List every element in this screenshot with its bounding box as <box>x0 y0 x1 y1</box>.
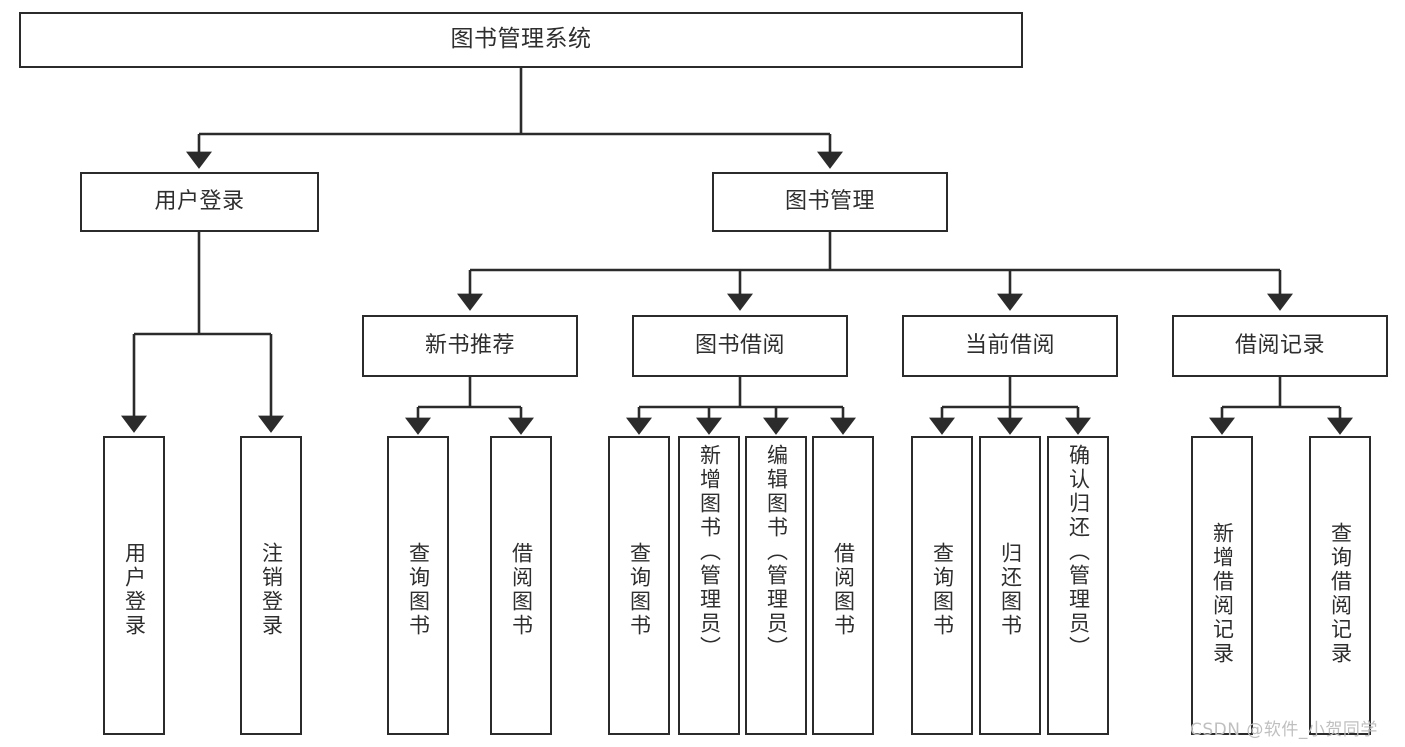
node-label: 归还图书 <box>998 542 1023 638</box>
node-label: 借阅图书 <box>831 542 856 638</box>
node-label: 查询图书 <box>627 542 652 638</box>
node-label: 用户登录 <box>154 189 245 215</box>
node-label: 图书管理系统 <box>450 26 592 53</box>
node-book-borrow[interactable]: 图书借阅 <box>632 315 848 377</box>
leaf-query-book-current[interactable]: 查询图书 <box>911 436 973 735</box>
leaf-add-book-admin[interactable]: 新增图书（管理员） <box>678 436 740 735</box>
node-label: 借阅记录 <box>1234 333 1325 359</box>
node-label: 用户登录 <box>122 542 147 638</box>
leaf-add-borrow-record[interactable]: 新增借阅记录 <box>1191 436 1253 735</box>
node-borrow-record[interactable]: 借阅记录 <box>1172 315 1388 377</box>
leaf-user-login[interactable]: 用户登录 <box>103 436 165 735</box>
leaf-logout[interactable]: 注销登录 <box>240 436 302 735</box>
node-label: 图书管理 <box>784 189 875 215</box>
node-label: 新增借阅记录 <box>1210 522 1235 666</box>
node-user-login[interactable]: 用户登录 <box>80 172 319 232</box>
node-label: 注销登录 <box>259 542 284 638</box>
node-label: 图书借阅 <box>694 333 785 359</box>
node-label: 借阅图书 <box>509 542 534 638</box>
node-label: 确认归还（管理员） <box>1066 444 1091 660</box>
node-label: 新增图书（管理员） <box>697 444 722 660</box>
leaf-borrow-book-new[interactable]: 借阅图书 <box>490 436 552 735</box>
leaf-query-borrow-record[interactable]: 查询借阅记录 <box>1309 436 1371 735</box>
node-label: 新书推荐 <box>424 333 515 359</box>
node-current-borrow[interactable]: 当前借阅 <box>902 315 1118 377</box>
node-label: 查询借阅记录 <box>1328 522 1353 666</box>
node-label: 查询图书 <box>406 542 431 638</box>
node-new-book-recommend[interactable]: 新书推荐 <box>362 315 578 377</box>
node-root-system[interactable]: 图书管理系统 <box>19 12 1023 68</box>
csdn-watermark: CSDN @软件_小贺同学 <box>1190 720 1378 740</box>
leaf-borrow-book[interactable]: 借阅图书 <box>812 436 874 735</box>
node-book-management[interactable]: 图书管理 <box>712 172 948 232</box>
leaf-confirm-return-admin[interactable]: 确认归还（管理员） <box>1047 436 1109 735</box>
node-label: 编辑图书（管理员） <box>764 444 789 660</box>
node-label: 当前借阅 <box>964 333 1055 359</box>
node-label: 查询图书 <box>930 542 955 638</box>
leaf-return-book[interactable]: 归还图书 <box>979 436 1041 735</box>
leaf-query-book-borrow[interactable]: 查询图书 <box>608 436 670 735</box>
leaf-query-book-new[interactable]: 查询图书 <box>387 436 449 735</box>
leaf-edit-book-admin[interactable]: 编辑图书（管理员） <box>745 436 807 735</box>
